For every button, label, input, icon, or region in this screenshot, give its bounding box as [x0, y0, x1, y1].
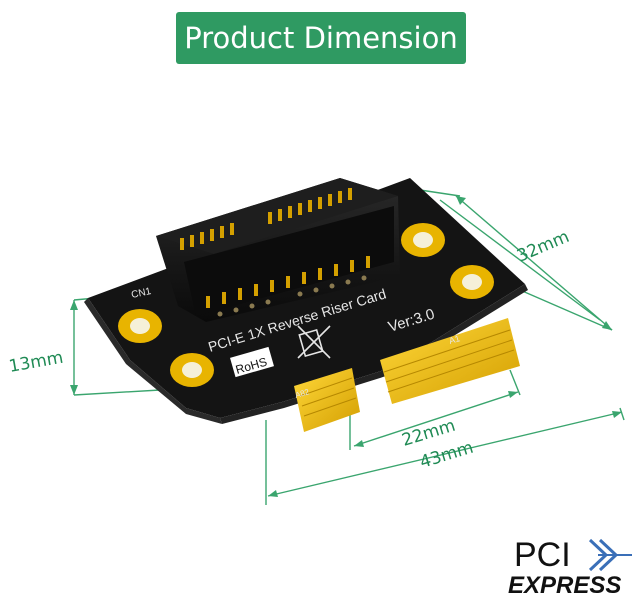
cn1-label: CN1 — [130, 286, 152, 301]
a82-label: A82 — [294, 387, 311, 400]
page-title: Product Dimension — [184, 21, 458, 55]
gold-fingers — [294, 318, 520, 432]
pcie-slot — [156, 178, 400, 322]
dimension-lines — [73, 189, 625, 505]
logo-express-text: EXPRESS — [508, 572, 622, 599]
dimension-arrowheads — [70, 196, 622, 497]
a1-label: A1 — [448, 333, 461, 346]
logo-pci-text: PCI — [514, 536, 571, 574]
pci-express-logo: PCI EXPRESS — [508, 532, 636, 600]
mounting-holes — [118, 223, 494, 387]
chevron-arrows-icon — [588, 538, 632, 572]
weee-icon — [297, 325, 331, 359]
dimension-height-label: 32mm — [514, 227, 572, 267]
title-badge: Product Dimension — [176, 12, 466, 64]
rohs-label-box — [230, 346, 274, 378]
dimension-thickness-label: 13mm — [7, 348, 64, 377]
